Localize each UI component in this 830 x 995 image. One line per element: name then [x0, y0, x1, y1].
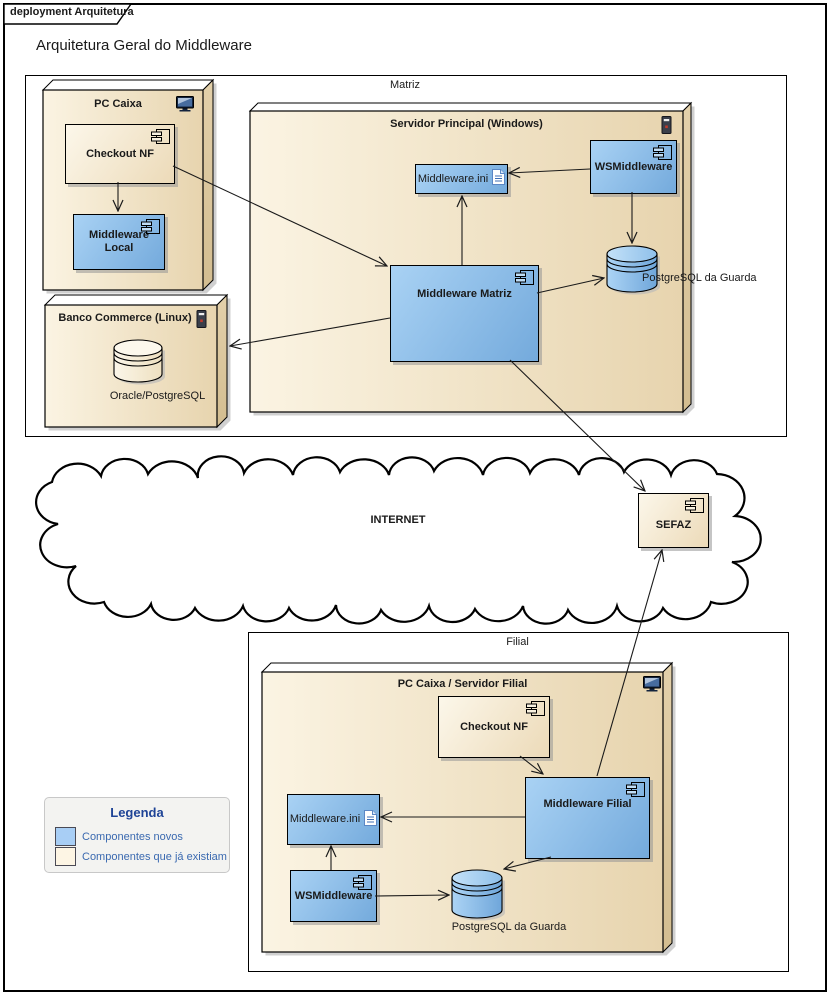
monitor-icon	[643, 676, 661, 697]
node-pc-caixa-servidor-filial-label: PC Caixa / Servidor Filial	[397, 678, 528, 690]
monitor-icon	[176, 96, 194, 117]
component-middleware-local[interactable]: Middleware Local	[73, 214, 165, 270]
legend-item-label: Componentes que já existiam	[82, 850, 227, 863]
artifact-middleware-ini-filial[interactable]: Middleware.ini	[287, 794, 380, 845]
database-postgresql-matriz-label: PostgreSQL da Guarda	[642, 272, 757, 284]
component-icon	[526, 700, 546, 721]
component-label: Middleware Matriz	[417, 288, 512, 300]
artifact-label: Middleware.ini	[289, 813, 361, 825]
component-label: Checkout NF	[86, 147, 154, 160]
diagram-frame	[3, 3, 827, 992]
artifact-middleware-ini-matriz[interactable]: Middleware.ini	[415, 164, 508, 194]
component-icon	[151, 128, 171, 149]
legend[interactable]: Legenda Componentes novos Componentes qu…	[44, 797, 230, 873]
component-label: Checkout NF	[460, 720, 528, 733]
legend-swatch-new	[55, 827, 76, 846]
node-banco-commerce-label: Banco Commerce (Linux)	[58, 312, 192, 324]
node-pc-caixa-label: PC Caixa	[94, 98, 142, 110]
database-postgresql-filial-label: PostgreSQL da Guarda	[451, 921, 567, 933]
component-icon	[653, 144, 673, 165]
artifact-label: Middleware.ini	[417, 172, 489, 185]
legend-swatch-existing	[55, 847, 76, 866]
boundary-filial[interactable]	[248, 632, 789, 972]
component-sefaz[interactable]: SEFAZ	[638, 493, 709, 548]
frame-tab-label: deployment Arquitetura	[10, 6, 134, 18]
component-icon	[626, 781, 646, 802]
component-icon	[141, 218, 161, 239]
server-tower-icon	[661, 116, 672, 139]
component-icon	[685, 497, 705, 518]
page-title: Arquitetura Geral do Middleware	[36, 37, 252, 54]
node-servidor-principal-label: Servidor Principal (Windows)	[390, 118, 543, 130]
component-middleware-filial[interactable]: Middleware Filial	[525, 777, 650, 859]
internet-label: INTERNET	[370, 514, 426, 526]
component-checkout-nf-filial[interactable]: Checkout NF	[438, 696, 550, 758]
component-icon	[515, 269, 535, 290]
boundary-filial-label: Filial	[506, 636, 529, 648]
database-oracle-postgresql-label: Oracle/PostgreSQL	[109, 390, 206, 402]
boundary-matriz-label: Matriz	[390, 79, 420, 91]
server-tower-icon	[196, 310, 207, 333]
component-wsmiddleware-matriz[interactable]: WSMiddleware	[590, 140, 677, 194]
boundary-matriz[interactable]	[25, 75, 787, 437]
document-icon	[492, 169, 506, 189]
component-middleware-matriz[interactable]: Middleware Matriz	[390, 265, 539, 362]
legend-item-label: Componentes novos	[82, 830, 183, 843]
component-label: Middleware Filial	[543, 798, 632, 810]
document-icon	[364, 809, 378, 830]
component-wsmiddleware-filial[interactable]: WSMiddleware	[290, 870, 377, 922]
legend-title: Legenda	[110, 805, 164, 820]
component-icon	[353, 874, 373, 895]
component-checkout-nf-matriz[interactable]: Checkout NF	[65, 124, 175, 184]
